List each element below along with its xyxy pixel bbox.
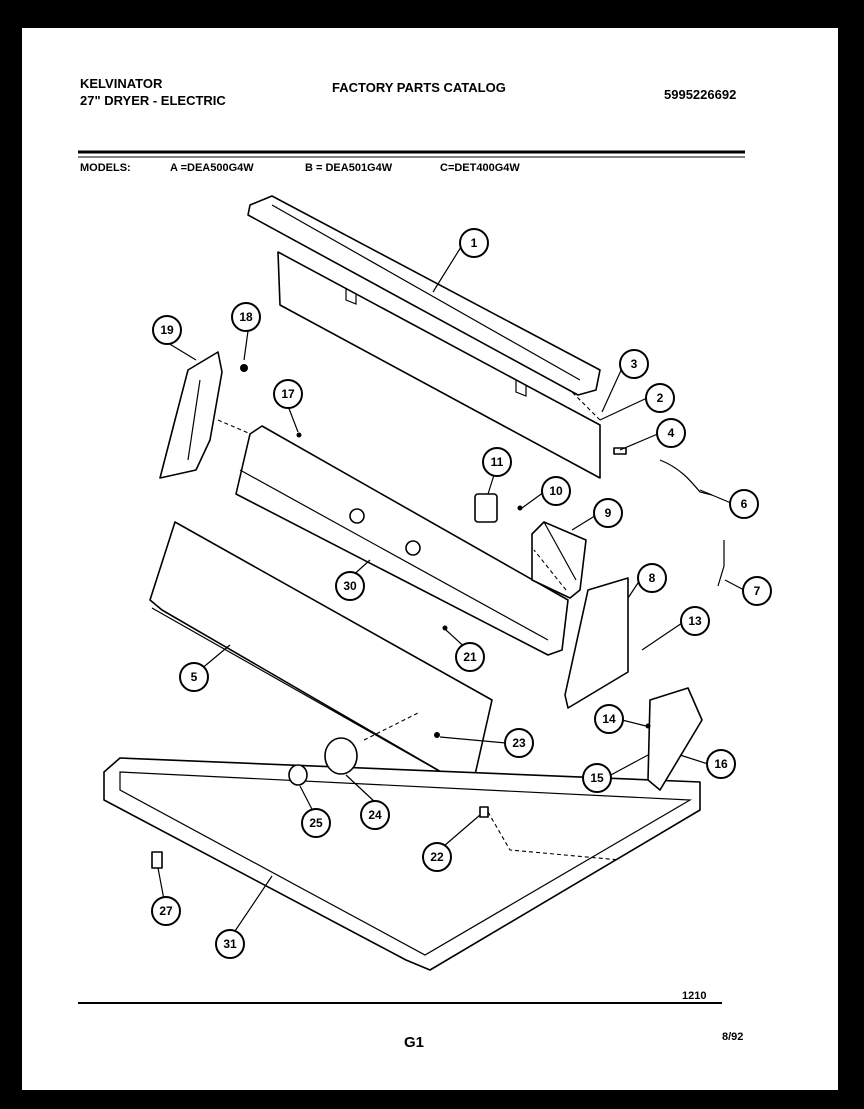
part-top-trim: [247, 195, 601, 396]
screw-17: [296, 432, 302, 438]
callout-10: 10: [541, 476, 571, 506]
screw-23: [434, 732, 440, 738]
callout-30: 30: [335, 571, 365, 601]
screw-21: [442, 625, 448, 631]
callout-label-13: 13: [688, 614, 702, 628]
callout-21: 21: [455, 642, 485, 672]
dash-3: [569, 389, 601, 421]
screw-14: [645, 723, 651, 729]
callout-label-8: 8: [649, 571, 656, 585]
part-hinge: [647, 687, 703, 791]
diagram-number: 1210: [682, 990, 707, 1002]
callout-label-1: 1: [471, 236, 478, 250]
part-knob-24: [324, 737, 358, 775]
catalog-number: 5995226692: [664, 87, 737, 102]
callout-27: 27: [151, 896, 181, 926]
callout-4: 4: [656, 418, 686, 448]
model-c: C=DET400G4W: [440, 162, 520, 174]
callout-label-15: 15: [590, 771, 604, 785]
callout-label-4: 4: [668, 426, 675, 440]
callout-2: 2: [645, 383, 675, 413]
callout-label-30: 30: [343, 579, 357, 593]
part-rear-panel: [277, 251, 601, 479]
callout-16: 16: [706, 749, 736, 779]
callout-label-14: 14: [602, 712, 616, 726]
callout-label-25: 25: [309, 816, 323, 830]
page-label: G1: [404, 1034, 425, 1051]
callout-label-6: 6: [741, 497, 748, 511]
dash-22: [487, 811, 621, 861]
callout-9: 9: [593, 498, 623, 528]
callout-5: 5: [179, 662, 209, 692]
callout-label-11: 11: [491, 455, 504, 469]
callout-7: 7: [742, 576, 772, 606]
part-wire-7: [717, 540, 725, 587]
part-switch: [474, 493, 498, 523]
dash-24: [363, 711, 421, 741]
dash-9: [533, 549, 567, 591]
catalog-title: FACTORY PARTS CATALOG: [332, 80, 506, 95]
print-date: 8/92: [722, 1031, 744, 1043]
brand-name: KELVINATOR: [80, 76, 163, 91]
callout-1: 1: [459, 228, 489, 258]
callout-label-31: 31: [223, 937, 237, 951]
callout-13: 13: [680, 606, 710, 636]
part-knob-25: [288, 764, 308, 786]
callout-label-16: 16: [714, 757, 728, 771]
callout-19: 19: [152, 315, 182, 345]
callout-label-23: 23: [512, 736, 526, 750]
callout-6: 6: [729, 489, 759, 519]
part-top-cover: [103, 757, 701, 971]
callout-31: 31: [215, 929, 245, 959]
callout-label-27: 27: [159, 904, 173, 918]
callout-15: 15: [582, 763, 612, 793]
callout-24: 24: [360, 800, 390, 830]
callout-22: 22: [422, 842, 452, 872]
screw-18: [240, 364, 248, 372]
callout-25: 25: [301, 808, 331, 838]
callout-label-2: 2: [657, 391, 664, 405]
callout-label-21: 21: [463, 650, 477, 664]
part-wire-6: [659, 459, 713, 496]
callout-label-3: 3: [631, 357, 638, 371]
part-side-trim: [564, 577, 629, 709]
part-plug-4: [613, 447, 627, 455]
callout-label-17: 17: [281, 387, 295, 401]
part-clip-22: [479, 806, 489, 818]
callout-label-9: 9: [605, 506, 612, 520]
product-title: 27" DRYER - ELECTRIC: [80, 93, 226, 108]
callout-label-24: 24: [368, 808, 382, 822]
callout-18: 18: [231, 302, 261, 332]
callout-label-7: 7: [754, 584, 761, 598]
part-clip-27: [151, 851, 163, 869]
part-timer: [531, 521, 587, 599]
callout-label-5: 5: [191, 670, 198, 684]
callout-label-19: 19: [160, 323, 174, 337]
models-label: MODELS:: [80, 162, 131, 174]
callout-label-18: 18: [239, 310, 253, 324]
screw-10: [517, 505, 523, 511]
callout-11: 11: [482, 447, 512, 477]
part-end-bracket: [159, 351, 223, 479]
callout-label-10: 10: [549, 484, 563, 498]
callout-8: 8: [637, 563, 667, 593]
model-b: B = DEA501G4W: [305, 162, 393, 174]
callout-14: 14: [594, 704, 624, 734]
callout-3: 3: [619, 349, 649, 379]
model-a: A =DEA500G4W: [170, 162, 254, 174]
callout-17: 17: [273, 379, 303, 409]
callout-label-22: 22: [430, 850, 444, 864]
callout-23: 23: [504, 728, 534, 758]
